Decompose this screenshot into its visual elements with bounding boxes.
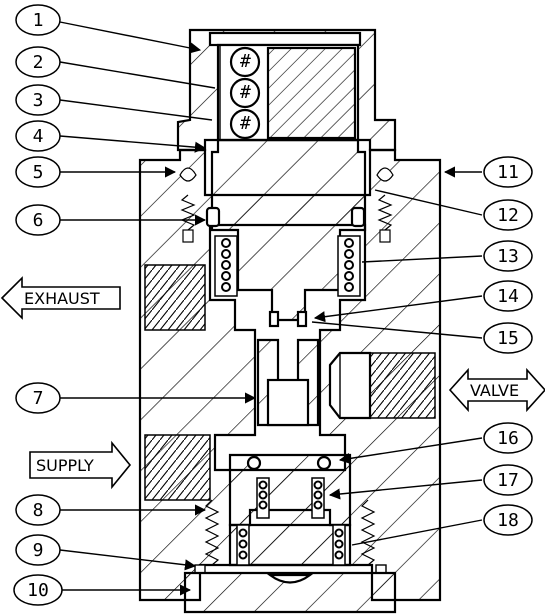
callout-12: 12 bbox=[483, 199, 533, 231]
callout-17: 17 bbox=[483, 464, 533, 496]
svg-text:15: 15 bbox=[497, 328, 519, 349]
poppet-assembly bbox=[194, 453, 387, 574]
svg-text:18: 18 bbox=[497, 510, 519, 531]
callout-7: 7 bbox=[15, 382, 61, 414]
callout-18: 18 bbox=[483, 504, 533, 536]
ball bbox=[229, 46, 261, 78]
valve-label: VALVE bbox=[470, 381, 519, 400]
svg-text:8: 8 bbox=[33, 500, 44, 521]
svg-text:11: 11 bbox=[497, 162, 519, 183]
svg-text:16: 16 bbox=[497, 428, 519, 449]
callout-3: 3 bbox=[15, 84, 61, 116]
svg-text:7: 7 bbox=[33, 388, 44, 409]
leader-lines bbox=[59, 21, 483, 596]
callout-8: 8 bbox=[15, 494, 61, 526]
callout-13: 13 bbox=[483, 240, 533, 272]
bottom-plug bbox=[183, 571, 397, 614]
callouts-left: 1 2 3 4 5 6 7 8 9 10 bbox=[13, 4, 63, 606]
callout-15: 15 bbox=[483, 322, 533, 354]
callout-6: 6 bbox=[15, 204, 61, 236]
svg-text:1: 1 bbox=[33, 10, 44, 31]
ball bbox=[229, 108, 261, 140]
svg-text:12: 12 bbox=[497, 205, 519, 226]
svg-text:3: 3 bbox=[33, 90, 44, 111]
svg-text:2: 2 bbox=[33, 52, 44, 73]
ball-mark: # bbox=[240, 113, 251, 134]
ball-mark: # bbox=[240, 82, 251, 103]
steel-balls: # # # bbox=[229, 46, 261, 140]
callout-11: 11 bbox=[483, 156, 533, 188]
callout-10: 10 bbox=[13, 574, 63, 606]
svg-text:17: 17 bbox=[497, 470, 519, 491]
supply-label: SUPPLY bbox=[36, 456, 94, 475]
valve-arrow: VALVE bbox=[448, 367, 545, 413]
small-springs bbox=[179, 167, 394, 243]
callout-1: 1 bbox=[15, 4, 61, 36]
supply-arrow: SUPPLY bbox=[29, 440, 132, 490]
callouts-right: 11 12 13 14 15 16 17 18 bbox=[483, 156, 533, 536]
svg-text:10: 10 bbox=[27, 580, 49, 601]
callout-16: 16 bbox=[483, 422, 533, 454]
callout-5: 5 bbox=[15, 156, 61, 188]
svg-text:5: 5 bbox=[33, 162, 44, 183]
svg-text:9: 9 bbox=[33, 540, 44, 561]
exhaust-label: EXHAUST bbox=[24, 289, 100, 308]
svg-text:4: 4 bbox=[33, 126, 44, 147]
poppet-ball bbox=[246, 455, 262, 471]
exhaust-port-thread bbox=[144, 264, 206, 331]
ball bbox=[229, 77, 261, 109]
callout-4: 4 bbox=[15, 120, 61, 152]
return-spring bbox=[214, 235, 361, 297]
svg-text:6: 6 bbox=[33, 210, 44, 231]
valve-port-thread bbox=[328, 351, 436, 420]
svg-text:13: 13 bbox=[497, 246, 519, 267]
poppet-ball bbox=[316, 455, 332, 471]
callout-9: 9 bbox=[15, 534, 61, 566]
ball-mark: # bbox=[240, 51, 251, 72]
callout-2: 2 bbox=[15, 46, 61, 78]
valve-stem bbox=[256, 310, 320, 427]
svg-text:14: 14 bbox=[497, 286, 519, 307]
exhaust-arrow: EXHAUST bbox=[0, 276, 121, 320]
callout-14: 14 bbox=[483, 280, 533, 312]
supply-port-thread bbox=[144, 434, 211, 501]
